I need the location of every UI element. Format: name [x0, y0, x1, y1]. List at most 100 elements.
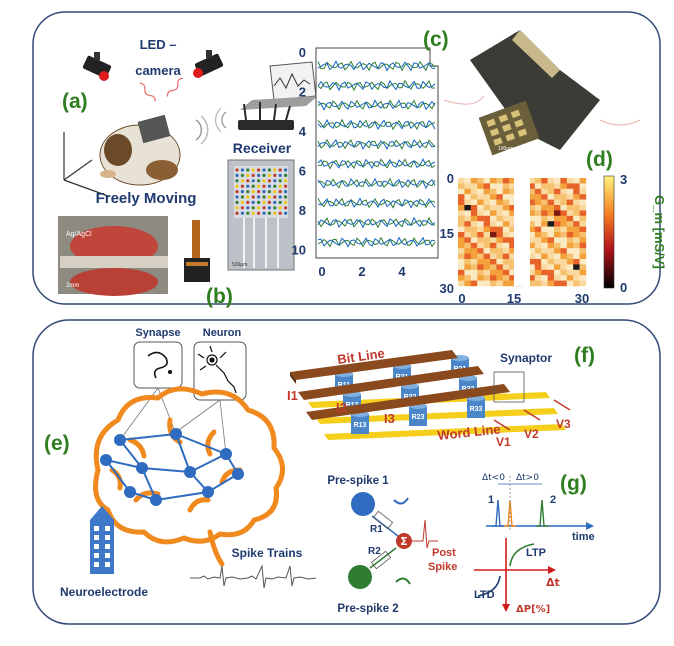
trace-x-tick: 2: [358, 264, 365, 279]
heatmap-cell: [560, 188, 567, 195]
electrode-site: [262, 206, 266, 210]
heatmap-cell: [547, 226, 555, 233]
heatmap-cell: [579, 215, 587, 222]
heatmap-x-tick: 0: [458, 291, 465, 306]
heatmap-cell: [464, 221, 471, 227]
trace-line: [317, 236, 436, 248]
electrode-site: [267, 173, 271, 177]
trace-line: [317, 79, 436, 92]
heatmap-cell: [541, 210, 548, 216]
heatmap-cell: [528, 205, 535, 211]
heatmap-cell: [490, 188, 497, 195]
panel-f-label: (f): [574, 344, 595, 367]
electrode-site: [240, 195, 244, 199]
electrode-site: [267, 200, 271, 204]
heatmap-cell: [470, 199, 478, 206]
heatmap-cell: [502, 194, 510, 200]
heatmap-cell: [458, 188, 465, 195]
heatmap-cell: [547, 183, 555, 189]
heatmap-cell: [477, 194, 484, 200]
heatmap-cell: [560, 183, 567, 189]
heatmap-cell: [477, 269, 484, 276]
resistor-label: R33: [470, 406, 483, 413]
panel-c-label: (c): [423, 28, 449, 51]
heatmap-cell: [554, 205, 561, 211]
synaptor-highlight: [493, 371, 525, 403]
heatmap-cell: [470, 210, 478, 216]
heatmap-cell: [458, 221, 465, 227]
heatmap-cell: [560, 205, 567, 211]
heatmap-cell: [509, 280, 516, 287]
heatmap-cell: [560, 259, 567, 265]
heatmap-cell: [509, 242, 516, 249]
heatmap-cell: [554, 280, 561, 287]
heatmap-cell: [502, 226, 510, 233]
trace-line: [317, 177, 436, 190]
electrode-site: [267, 184, 271, 188]
trace-line: [317, 118, 436, 131]
panel-b-label: (b): [206, 285, 233, 308]
heatmap-cell: [547, 259, 555, 265]
array-pad: [517, 128, 528, 137]
heatmap-cell: [534, 269, 542, 276]
heatmap-cell: [573, 199, 580, 206]
heatmap-cell: [579, 199, 587, 206]
heatmap-cell: [496, 237, 503, 243]
heatmap-cell: [483, 264, 491, 270]
electrode-site: [273, 173, 277, 177]
heatmap-cell: [470, 221, 478, 227]
heatmap-cell: [483, 275, 491, 281]
heatmap-cell: [534, 237, 542, 243]
heatmap-cell: [541, 275, 548, 281]
electrode-site: [240, 206, 244, 210]
trace-line: [317, 197, 436, 209]
heatmap-cell: [566, 242, 574, 249]
heatmap-cell: [502, 237, 510, 243]
heatmap-cell: [496, 210, 503, 216]
heatmap-cell: [566, 232, 574, 238]
trace-x-tick: 0: [318, 264, 325, 279]
heatmap-cell: [566, 237, 574, 243]
router-icon: [215, 102, 294, 133]
electrode-site: [267, 211, 271, 215]
heatmap-cell: [458, 280, 465, 287]
heatmap-cell: [547, 242, 555, 249]
neural-network-nodes: [100, 428, 244, 506]
heatmap-cell: [470, 280, 478, 287]
heatmap-cell: [554, 215, 561, 222]
heatmap-cell: [528, 221, 535, 227]
electrode-site: [251, 173, 255, 177]
trace-line: [317, 216, 436, 229]
dp-axis-label: ΔP[%]: [516, 604, 550, 615]
heatmap-cell: [458, 199, 465, 206]
heatmap-cell: [579, 194, 587, 200]
heatmap-cell: [573, 210, 580, 216]
heatmap-cell: [477, 253, 484, 260]
heatmap-cell: [496, 259, 503, 265]
heatmap-cell: [458, 253, 465, 260]
dt-pos-label: Δt>0: [516, 473, 539, 483]
heatmap-cell: [509, 210, 516, 216]
electrode-site: [267, 179, 271, 183]
heatmap-cell: [566, 205, 574, 211]
heatmap-cell: [547, 275, 555, 281]
connector-photo: [184, 220, 210, 282]
heatmap-cell: [483, 248, 491, 254]
electrode-site: [278, 195, 282, 199]
spike-label: Spike: [428, 561, 457, 573]
electrode-site: [267, 195, 271, 199]
wireless-icon: [200, 115, 209, 145]
heatmap-cell: [509, 237, 516, 243]
array-pad: [493, 137, 503, 146]
heatmap-cell: [573, 232, 580, 238]
heatmap-cell: [464, 178, 471, 184]
heatmap-cell: [477, 280, 484, 287]
heatmap-cell: [502, 199, 510, 206]
heatmap-cell: [502, 221, 510, 227]
voltage-label-1: V1: [496, 435, 511, 449]
heatmap-cell: [483, 237, 491, 243]
heatmap-cell: [554, 199, 561, 206]
electrode-site: [267, 168, 271, 172]
heatmap-cell: [458, 248, 465, 254]
